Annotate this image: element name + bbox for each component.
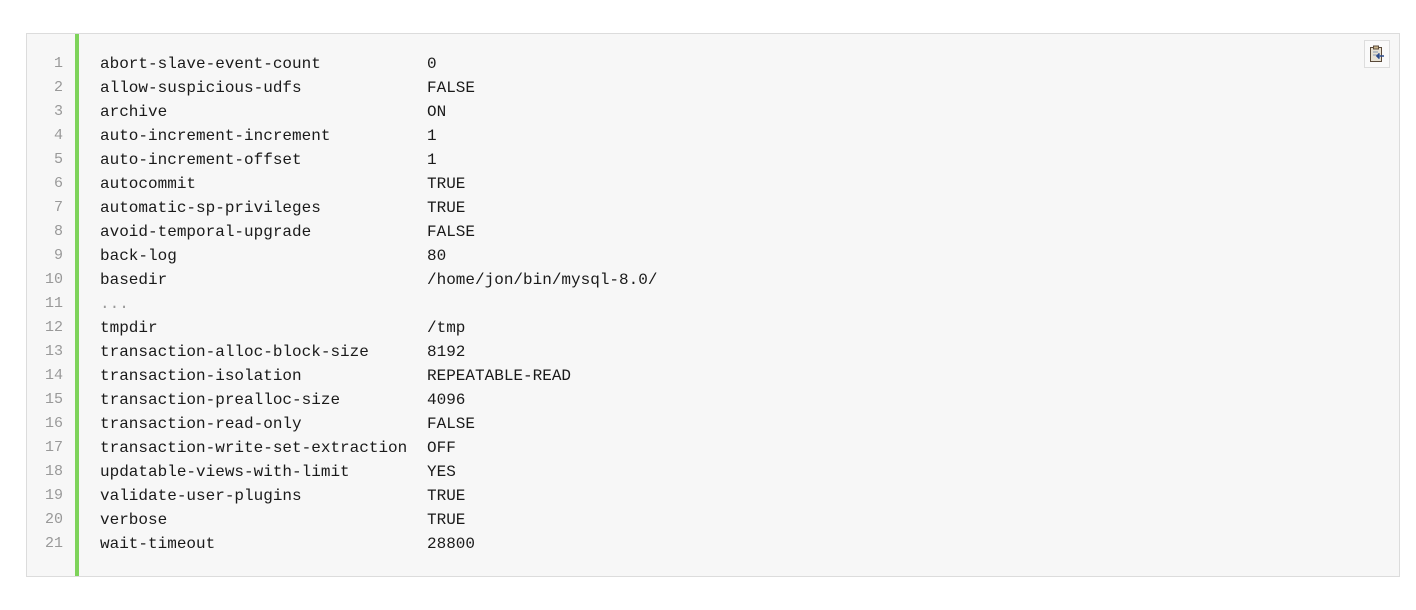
option-name: auto-increment-offset [100,151,302,169]
code-line: 5 auto-increment-offset 1 [27,148,1399,172]
option-name: automatic-sp-privileges [100,199,321,217]
option-name: abort-slave-event-count [100,55,321,73]
code-line: 14 transaction-isolation REPEATABLE-READ [27,364,1399,388]
option-name: auto-increment-increment [100,127,331,145]
option-value: 80 [427,247,447,265]
option-name: archive [100,103,168,121]
option-value: 1 [427,127,437,145]
option-name: allow-suspicious-udfs [100,79,302,97]
option-name: validate-user-plugins [100,487,302,505]
option-value: ON [427,103,447,121]
option-name: back-log [100,247,177,265]
line-number: 7 [53,199,63,216]
code-line: 11... [27,292,1399,316]
code-line: 10 basedir/home/jon/bin/mysql-8.0/ [27,268,1399,292]
code-line: 16 transaction-read-only FALSE [27,412,1399,436]
option-name: transaction-write-set-extraction [100,439,408,457]
line-number: 6 [53,175,63,192]
option-name: avoid-temporal-upgrade [100,223,312,241]
line-number: 8 [53,223,63,240]
option-value: REPEATABLE-READ [427,367,572,385]
option-value: 0 [427,55,437,73]
option-name: transaction-alloc-block-size [100,343,369,361]
line-number: 13 [44,343,63,360]
code-line: 2 allow-suspicious-udfs FALSE [27,76,1399,100]
option-name: transaction-read-only [100,415,302,433]
code-line: 6 autocommit TRUE [27,172,1399,196]
option-value: TRUE [427,487,466,505]
line-number: 11 [44,295,63,312]
option-value: /home/jon/bin/mysql-8.0/ [427,271,658,289]
line-number: 16 [44,415,63,432]
option-name: tmpdir [100,319,158,337]
code-line: 3 archive ON [27,100,1399,124]
option-value: /tmp [427,319,466,337]
line-number: 14 [44,367,63,384]
line-number: 9 [53,247,63,264]
code-line: 20 verbose TRUE [27,508,1399,532]
option-name: transaction-isolation [100,367,302,385]
copy-button[interactable] [1364,40,1390,68]
code-line: 15 transaction-prealloc-size 4096 [27,388,1399,412]
code-block: 1 abort-slave-event-count 0 2 allow-suspicio… [26,33,1400,577]
code-line: 21 wait-timeout 28800 [27,532,1399,556]
line-number: 15 [44,391,63,408]
line-number: 5 [53,151,63,168]
option-value: FALSE [427,79,476,97]
line-number: 1 [53,55,63,72]
option-value: 28800 [427,535,476,553]
code-line: 17 transaction-write-set-extraction OFF [27,436,1399,460]
option-value: FALSE [427,415,476,433]
line-number: 12 [44,319,63,336]
option-name: ... [100,295,129,313]
option-value: 1 [427,151,437,169]
line-number: 10 [44,271,63,288]
option-name: updatable-views-with-limit [100,463,350,481]
code-line: 7 automatic-sp-privileges TRUE [27,196,1399,220]
code-line: 12 tmpdir/tmp [27,316,1399,340]
line-number: 2 [53,79,63,96]
option-value: TRUE [427,199,466,217]
option-name: transaction-prealloc-size [100,391,341,409]
option-value: TRUE [427,511,466,529]
code-line: 1 abort-slave-event-count 0 [27,52,1399,76]
code-line: 18 updatable-views-with-limit YES [27,460,1399,484]
line-number: 18 [44,463,63,480]
line-number: 19 [44,487,63,504]
code-line: 13 transaction-alloc-block-size 8192 [27,340,1399,364]
code-line: 9 back-log 80 [27,244,1399,268]
code-line: 19 validate-user-plugins TRUE [27,484,1399,508]
option-name: autocommit [100,175,197,193]
option-value: 8192 [427,343,466,361]
option-value: OFF [427,439,456,457]
line-number: 17 [44,439,63,456]
line-number: 21 [44,535,63,552]
line-number: 4 [53,127,63,144]
code-accent-bar [75,34,79,576]
option-value: YES [427,463,456,481]
code-line: 4 auto-increment-increment 1 [27,124,1399,148]
code-line: 8 avoid-temporal-upgrade FALSE [27,220,1399,244]
option-value: 4096 [427,391,466,409]
code-lines: 1 abort-slave-event-count 0 2 allow-suspicio… [27,52,1399,556]
option-value: TRUE [427,175,466,193]
clipboard-paste-icon [1370,45,1384,62]
line-number: 20 [44,511,63,528]
option-value: FALSE [427,223,476,241]
line-number: 3 [53,103,63,120]
option-name: verbose [100,511,168,529]
option-name: basedir [100,271,168,289]
option-name: wait-timeout [100,535,216,553]
